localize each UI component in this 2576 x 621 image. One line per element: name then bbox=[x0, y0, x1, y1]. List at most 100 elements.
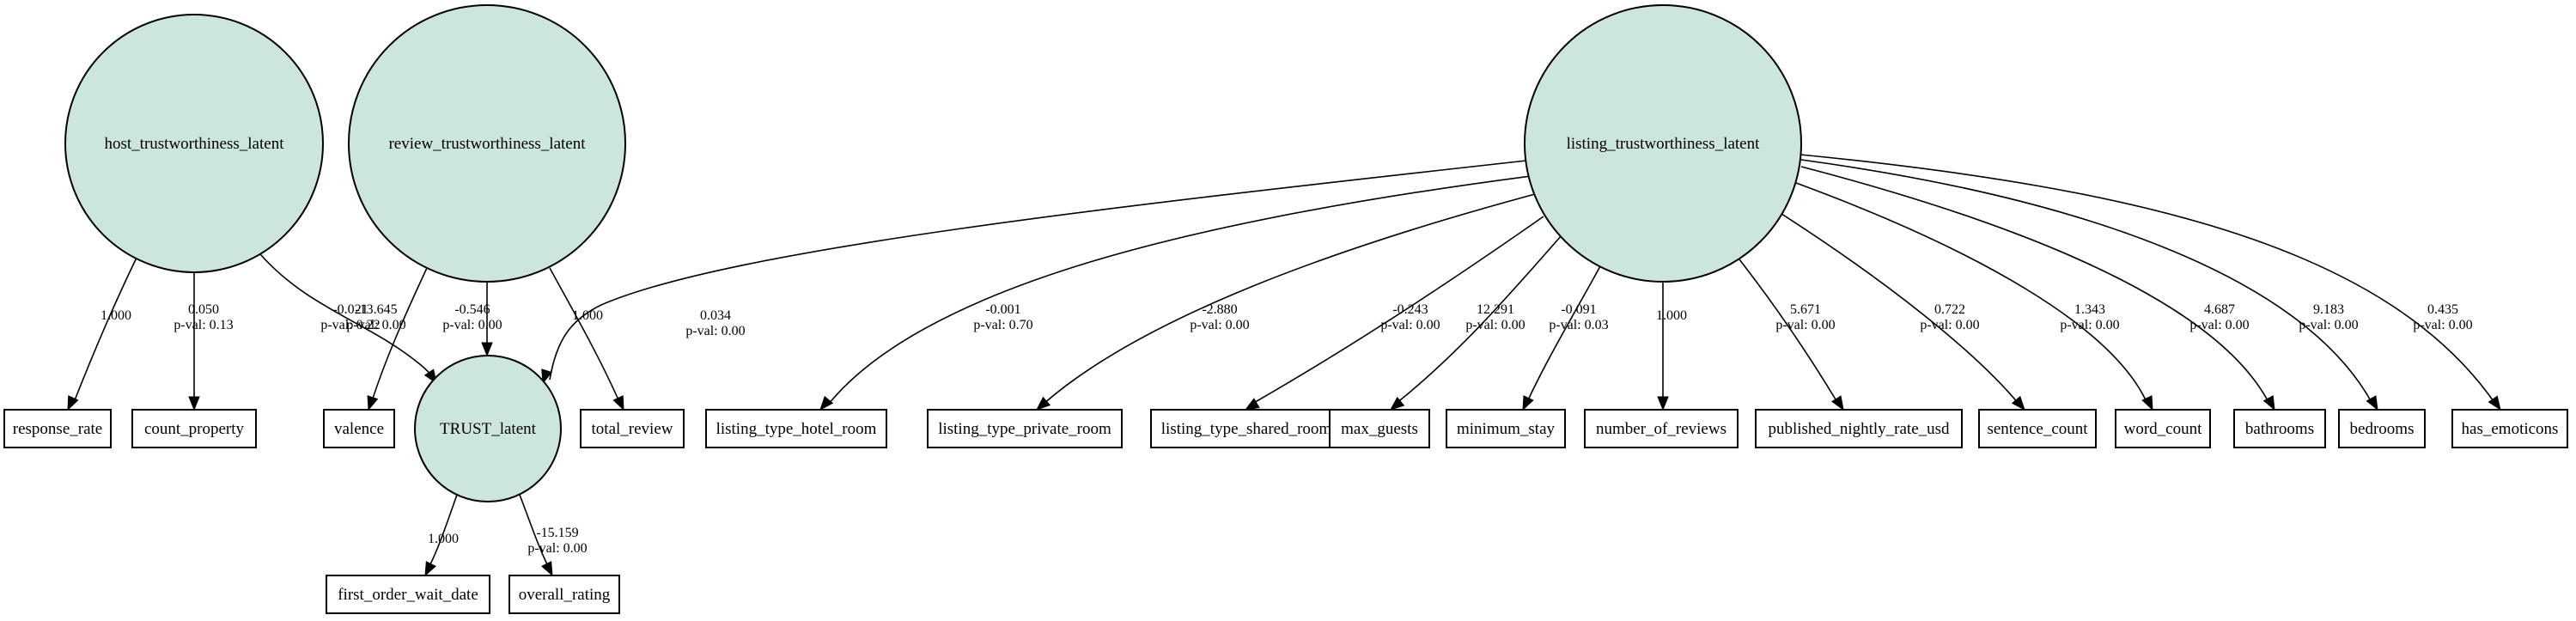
latent-circle bbox=[348, 4, 626, 283]
observed-label: total_review bbox=[592, 420, 673, 438]
edge-line bbox=[1800, 154, 2496, 405]
latent-label: listing_trustworthiness_latent bbox=[1567, 135, 1761, 153]
edge-line bbox=[370, 267, 428, 405]
arrowhead-icon bbox=[424, 561, 436, 577]
arrowhead-icon bbox=[1522, 395, 1534, 411]
observed-label: overall_rating bbox=[519, 586, 611, 604]
edge-pval: p-val: 0.00 bbox=[1190, 318, 1249, 332]
edge-estimate: 1.000 bbox=[100, 308, 131, 323]
latent-circle bbox=[64, 14, 324, 273]
observed-box bbox=[1329, 409, 1430, 448]
edge-estimate: 1.000 bbox=[428, 532, 459, 546]
arrowhead-icon bbox=[2141, 395, 2153, 411]
arrowhead-icon bbox=[2011, 395, 2025, 411]
observed-node-valence: valence bbox=[323, 409, 395, 448]
latent-label: host_trustworthiness_latent bbox=[105, 135, 285, 153]
edge-estimate: 0.034 bbox=[700, 308, 731, 323]
edge-estimate: 4.687 bbox=[2204, 302, 2235, 317]
edge-estimate: -0.546 bbox=[454, 302, 490, 317]
edge-line bbox=[1043, 193, 1536, 405]
edge-trust-to-first_order_wait_date: 1.000 bbox=[424, 494, 459, 577]
edge-pval: p-val: 0.00 bbox=[346, 318, 405, 332]
edge-line bbox=[259, 253, 435, 379]
edge-pval: p-val: 0.22 bbox=[320, 318, 380, 332]
arrowhead-icon bbox=[541, 368, 553, 385]
observed-node-overall_rating: overall_rating bbox=[509, 575, 620, 614]
observed-node-bedrooms: bedrooms bbox=[2338, 409, 2426, 448]
edge-estimate: 0.050 bbox=[188, 302, 219, 317]
edge-pval: p-val: 0.13 bbox=[174, 318, 233, 332]
observed-box bbox=[1755, 409, 1963, 448]
observed-label: listing_type_shared_room bbox=[1161, 420, 1332, 438]
edge-pval: p-val: 0.00 bbox=[2299, 318, 2358, 332]
observed-box bbox=[131, 409, 257, 448]
edge-line bbox=[1739, 259, 1839, 405]
edge-estimate: -0.091 bbox=[1561, 302, 1596, 317]
edge-line bbox=[519, 494, 551, 570]
arrowhead-icon bbox=[541, 561, 553, 577]
observed-node-has_emoticons: has_emoticons bbox=[2451, 409, 2568, 448]
arrowhead-icon bbox=[2262, 395, 2275, 411]
observed-box bbox=[509, 575, 620, 614]
edge-line bbox=[1800, 159, 2373, 405]
observed-box bbox=[3, 409, 112, 448]
observed-node-bathrooms: bathrooms bbox=[2233, 409, 2326, 448]
observed-node-number_of_reviews: number_of_reviews bbox=[1584, 409, 1739, 448]
observed-node-total_review: total_review bbox=[580, 409, 685, 448]
edge-estimate: -15.159 bbox=[536, 526, 578, 540]
edge-host-to-response_rate: 1.000 bbox=[67, 257, 137, 411]
observed-box bbox=[2233, 409, 2326, 448]
latent-node-host: host_trustworthiness_latent bbox=[64, 14, 324, 273]
edge-estimate: -2.880 bbox=[1202, 302, 1237, 317]
edge-estimate: -0.243 bbox=[1392, 302, 1428, 317]
observed-node-listing_type_private_room: listing_type_private_room bbox=[927, 409, 1123, 448]
arrowhead-icon bbox=[2488, 395, 2501, 411]
edge-line bbox=[549, 267, 621, 405]
edge-line bbox=[828, 175, 1532, 405]
observed-label: listing_type_private_room bbox=[938, 420, 1111, 438]
observed-box bbox=[2451, 409, 2568, 448]
edge-estimate: 5.671 bbox=[1790, 302, 1821, 317]
edge-line bbox=[1778, 211, 2019, 405]
edge-estimate: 9.183 bbox=[2313, 302, 2344, 317]
observed-node-count_property: count_property bbox=[131, 409, 257, 448]
observed-box bbox=[326, 575, 490, 614]
observed-node-published_nightly_rate_usd: published_nightly_rate_usd bbox=[1755, 409, 1963, 448]
edge-pval: p-val: 0.00 bbox=[527, 541, 587, 556]
arrowhead-icon bbox=[188, 396, 200, 411]
observed-label: word_count bbox=[2124, 420, 2202, 438]
observed-box bbox=[2115, 409, 2211, 448]
edge-line bbox=[72, 257, 137, 405]
arrowhead-icon bbox=[1035, 396, 1051, 411]
observed-label: max_guests bbox=[1341, 420, 1418, 438]
edge-pval: p-val: 0.00 bbox=[2189, 318, 2249, 332]
observed-box bbox=[1978, 409, 2097, 448]
edge-pval: p-val: 0.00 bbox=[1380, 318, 1440, 332]
edge-pval: p-val: 0.00 bbox=[2060, 318, 2119, 332]
edge-line bbox=[1526, 265, 1601, 405]
observed-box bbox=[323, 409, 395, 448]
arrowhead-icon bbox=[819, 395, 834, 411]
edge-pval: p-val: 0.00 bbox=[2413, 318, 2472, 332]
edge-line bbox=[427, 494, 458, 570]
observed-box bbox=[705, 409, 887, 448]
edge-listing-to-trust: 0.034 p-val: 0.00 bbox=[541, 160, 1527, 385]
arrowhead-icon bbox=[1831, 395, 1844, 411]
observed-label: bathrooms bbox=[2245, 420, 2314, 438]
edge-line bbox=[1795, 182, 2148, 405]
edge-pval: p-val: 0.70 bbox=[973, 318, 1032, 332]
observed-node-word_count: word_count bbox=[2115, 409, 2211, 448]
latent-circle bbox=[1524, 4, 1802, 283]
